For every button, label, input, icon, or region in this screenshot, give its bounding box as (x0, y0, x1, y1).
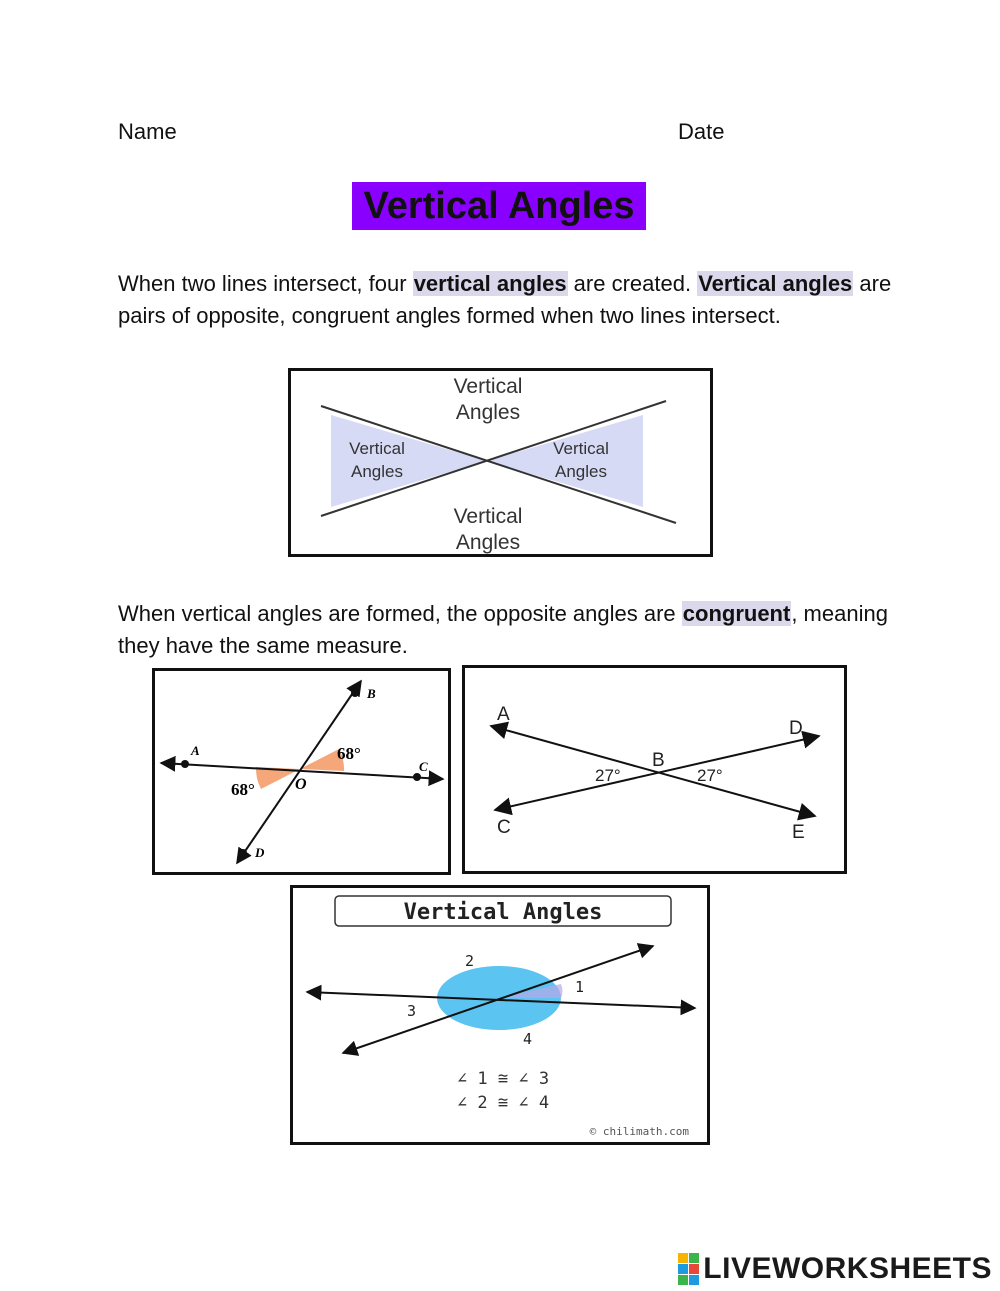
point-b (351, 689, 359, 697)
label-b: B (366, 686, 376, 701)
highlight-congruent: congruent (681, 601, 792, 626)
congruent-text: When vertical angles are formed, the opp… (118, 601, 682, 626)
brand-logo: LIVEWORKSHEETS (678, 1252, 992, 1286)
vertical-angles-svg: Vertical Angles Vertical Angles Vertical… (320, 375, 677, 554)
equation-2: ∠ 2 ≅ ∠ 4 (457, 1093, 549, 1113)
point-a (181, 760, 189, 768)
right-angle-fill (487, 415, 643, 507)
bottom-label-line2: Angles (456, 531, 520, 554)
angle-label-1: 1 (575, 978, 584, 996)
intro-text: are created. (567, 271, 698, 296)
angle-68-top: 68° (337, 744, 361, 763)
intro-paragraph: When two lines intersect, four vertical … (118, 268, 898, 332)
label-c: C (419, 759, 428, 774)
left-label-line1: Vertical (349, 439, 405, 458)
right-label-line2: Angles (555, 462, 607, 481)
angle-label-3: 3 (407, 1002, 416, 1020)
bottom-label-line1: Vertical (454, 505, 523, 528)
label-d: D (254, 845, 265, 860)
credit-text: © chilimath.com (590, 1125, 690, 1138)
congruent-text: , meaning they have the same measure. (118, 601, 888, 658)
right-label-line1: Vertical (553, 439, 609, 458)
brand-icon (678, 1253, 700, 1285)
label-o: O (295, 776, 307, 793)
point-c (413, 773, 421, 781)
highlight-vertical-angles: vertical angles (412, 271, 568, 296)
angle-68-bottom: 68° (231, 780, 255, 799)
label-b: B (652, 750, 665, 771)
line-ae (489, 721, 817, 821)
equation-1: ∠ 1 ≅ ∠ 3 (457, 1069, 549, 1089)
congruent-paragraph: When vertical angles are formed, the opp… (118, 598, 898, 662)
line-1 (320, 405, 677, 524)
angle-27-left: 27° (595, 766, 621, 785)
vertical-angles-diagram: Vertical Angles Vertical Angles Vertical… (288, 368, 713, 557)
label-a: A (497, 704, 510, 725)
intro-text: When two lines intersect, four (118, 271, 413, 296)
name-label: Name (118, 119, 177, 144)
top-label-line2: Angles (456, 401, 520, 424)
top-label-line1: Vertical (454, 375, 523, 398)
label-c: C (497, 817, 511, 838)
angle-27-diagram: A D B C E 27° 27° (462, 665, 847, 874)
numbered-angles-svg: Vertical Angles 2 1 3 4 ∠ 1 ≅ ∠ 3 ∠ 2 ≅ … (305, 895, 697, 1138)
angle-68-diagram: A B C D O 68° 68° (152, 668, 451, 875)
heading-box (334, 895, 672, 927)
angle-27-svg: A D B C E 27° 27° (489, 704, 821, 843)
left-label-line2: Angles (351, 462, 403, 481)
highlight-vertical-angles-2: Vertical angles (697, 271, 854, 296)
point-d (239, 849, 247, 857)
angle-27-right: 27° (697, 766, 723, 785)
line-cd (493, 730, 821, 816)
date-label: Date (678, 119, 725, 144)
diagram-heading: Vertical Angles (404, 900, 603, 925)
brand-text: LIVEWORKSHEETS (703, 1252, 992, 1285)
line-bd (236, 679, 362, 865)
diagonal-line (341, 943, 655, 1056)
label-a: A (190, 743, 200, 758)
angle-68-svg: A B C D O 68° 68° (159, 679, 445, 865)
label-d: D (789, 718, 803, 739)
page-title: Vertical Angles (352, 182, 646, 230)
angle-label-4: 4 (523, 1030, 532, 1048)
numbered-angles-diagram: Vertical Angles 2 1 3 4 ∠ 1 ≅ ∠ 3 ∠ 2 ≅ … (290, 885, 710, 1145)
intro-text: are pairs of opposite, congruent angles … (118, 271, 892, 328)
label-e: E (792, 822, 805, 843)
left-angle-fill (331, 415, 487, 507)
line-2 (320, 400, 667, 517)
angle-label-2: 2 (465, 952, 474, 970)
